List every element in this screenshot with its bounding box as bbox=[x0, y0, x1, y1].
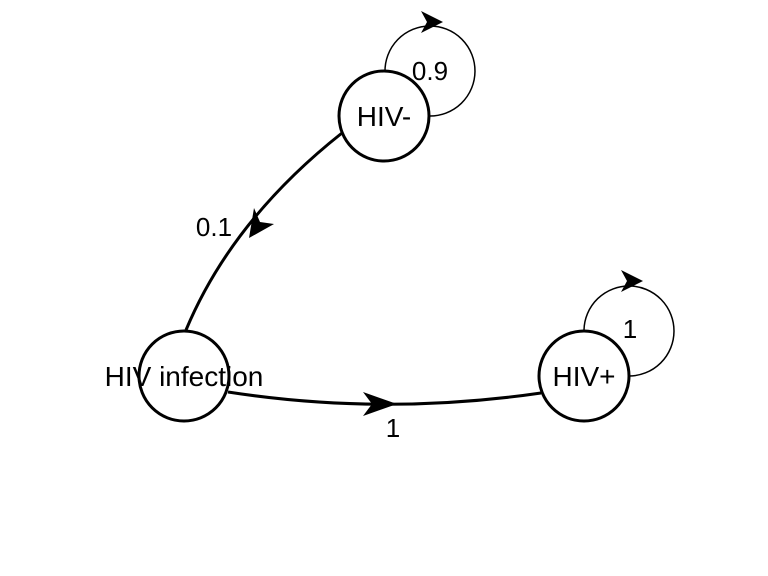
node-hiv-infection-circle bbox=[137, 329, 231, 423]
edge-label-hiv-negative-self: 0.9 bbox=[412, 56, 448, 86]
self-loop-hiv-negative-line bbox=[384, 25, 476, 117]
node-hiv-positive[interactable]: HIV+ bbox=[537, 329, 631, 423]
node-hiv-negative[interactable]: HIV- bbox=[337, 69, 431, 163]
edge-hiv-negative-to-infection-arrow-icon bbox=[249, 208, 274, 238]
node-hiv-infection-label: HIV infection bbox=[105, 361, 264, 392]
self-loop-hiv-positive-line bbox=[583, 285, 675, 377]
node-hiv-positive-circle bbox=[537, 329, 631, 423]
self-loop-hiv-positive bbox=[583, 270, 675, 377]
node-hiv-infection[interactable]: HIV infection bbox=[105, 329, 264, 423]
edge-hiv-negative-to-infection bbox=[184, 131, 343, 331]
node-hiv-negative-circle bbox=[337, 69, 431, 163]
edge-infection-to-hiv-positive bbox=[227, 390, 542, 416]
edge-label-infection-to-hiv-positive: 1 bbox=[386, 413, 400, 443]
self-loop-hiv-negative-arrow-icon bbox=[421, 11, 443, 33]
edge-hiv-negative-to-infection-line bbox=[184, 131, 343, 331]
self-loop-hiv-negative bbox=[384, 11, 476, 117]
node-hiv-negative-label: HIV- bbox=[357, 101, 411, 132]
edge-label-hiv-positive-self: 1 bbox=[623, 314, 637, 344]
edge-label-hiv-negative-to-infection: 0.1 bbox=[196, 212, 232, 242]
node-hiv-positive-label: HIV+ bbox=[552, 361, 615, 392]
self-loop-hiv-positive-arrow-icon bbox=[621, 270, 643, 292]
edge-infection-to-hiv-positive-arrow-icon bbox=[363, 392, 397, 416]
